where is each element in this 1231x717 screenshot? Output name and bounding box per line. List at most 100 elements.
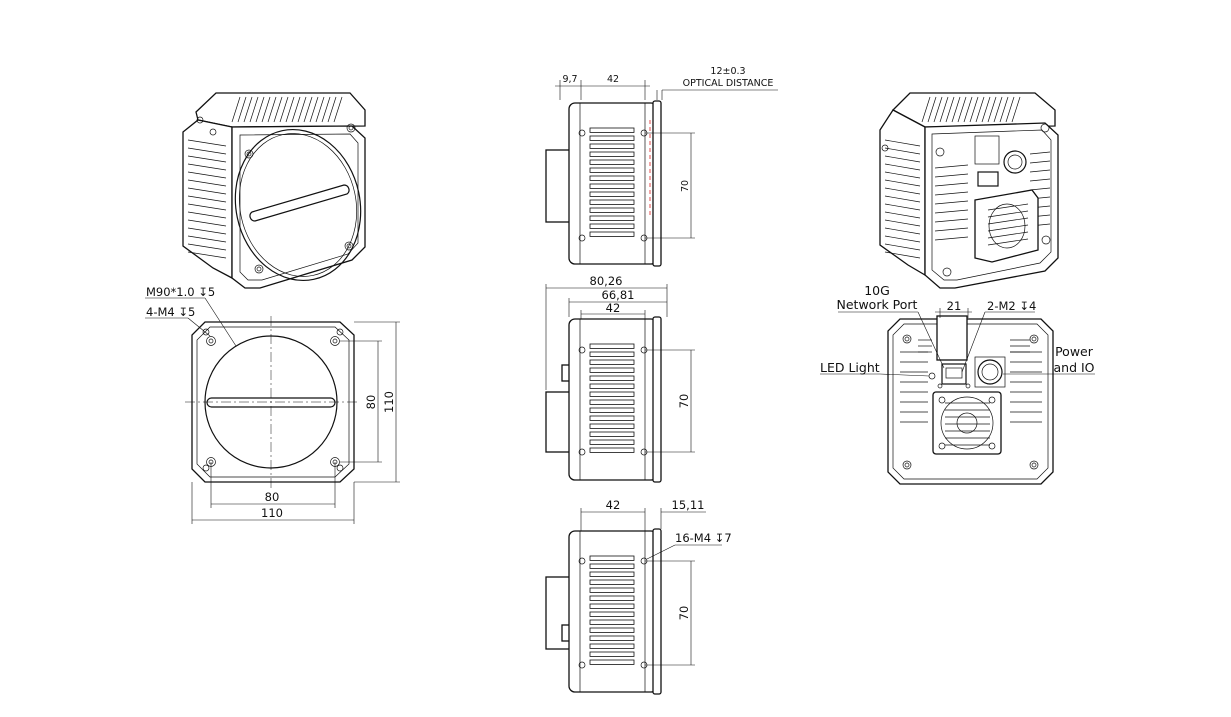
iso-rear-fin	[934, 173, 969, 178]
cooling-fin	[589, 151, 635, 157]
dim-top-body-length: 42	[607, 74, 619, 85]
cooling-fin	[589, 215, 635, 221]
dim-side-length-2: 66,81	[602, 288, 635, 302]
cooling-fin	[589, 135, 635, 141]
iso-rear-top-fin	[975, 96, 985, 123]
dim-top-hole-pitch: 70	[680, 180, 691, 192]
cooling-fin	[589, 143, 635, 149]
iso-rear-side-fin	[884, 211, 921, 219]
cooling-fin	[589, 175, 635, 181]
iso-rear-side-fin	[884, 219, 921, 227]
cooling-fin	[589, 651, 635, 657]
top-view: 9,7 42 12±0.3 OPTICAL DISTANCE 70	[545, 66, 778, 267]
iso-rear-fin	[934, 182, 969, 187]
side-view: 80,26 66,81 42 70	[545, 274, 695, 483]
iso-rear-fin	[934, 191, 969, 196]
iso-rear-fin	[934, 236, 969, 241]
iso-top-fin	[249, 96, 259, 123]
isometric-front-view	[182, 92, 366, 289]
iso-rear-top-fin	[1011, 96, 1021, 123]
cooling-fin	[589, 343, 635, 349]
cooling-fin	[589, 415, 635, 421]
label-bottom-screw-holes: 16-M4 ↧7	[675, 531, 732, 545]
iso-rear-fin	[934, 218, 969, 223]
cooling-fin	[589, 199, 635, 205]
rear-mount-hole-inner	[904, 336, 910, 342]
cooling-fin	[589, 375, 635, 381]
corner-screw	[202, 464, 210, 472]
cooling-fin	[589, 207, 635, 213]
iso-rear-side-fin	[884, 155, 921, 163]
dim-front-hole-pitch-v: 80	[364, 395, 378, 410]
rear-mount-hole	[902, 460, 912, 470]
iso-fan-line	[987, 217, 1029, 225]
iso-rear-fin	[934, 164, 969, 169]
label-front-screw-holes: 4-M4 ↧5	[146, 305, 195, 319]
iso-rear-fin	[934, 209, 969, 214]
iso-rear-fin-right	[1029, 187, 1051, 191]
iso-side-fin	[187, 227, 227, 235]
rear-mount-hole	[902, 334, 912, 344]
iso-rear-top-fin	[945, 96, 955, 123]
iso-side-fin	[187, 195, 227, 203]
cooling-fin	[589, 619, 635, 625]
cooling-fin	[589, 391, 635, 397]
iso-rear-side-fin	[884, 179, 921, 187]
cooling-fin	[589, 351, 635, 357]
corner-screw	[336, 328, 344, 336]
cooling-fin	[589, 399, 635, 405]
cooling-fin	[589, 595, 635, 601]
iso-fan-line	[987, 224, 1029, 232]
corner-screw	[336, 464, 344, 472]
mount-hole	[330, 336, 340, 346]
iso-side-fin	[187, 139, 227, 147]
iso-rear-side-fin	[884, 163, 921, 171]
iso-rear-top-fin	[1005, 96, 1015, 123]
iso-side-fin	[187, 211, 227, 219]
cooling-fin	[589, 191, 635, 197]
iso-top-fin	[327, 96, 337, 123]
dim-bottom-rear-offset: 15,11	[672, 498, 705, 512]
bottom-view: 42 15,11 16-M4 ↧7 70	[545, 498, 732, 695]
label-rear-port-screws: 2-M2 ↧4	[987, 299, 1036, 313]
iso-top-fin	[297, 96, 307, 123]
cooling-fin	[589, 643, 635, 649]
iso-fan-line	[987, 238, 1029, 246]
cooling-fin	[589, 159, 635, 165]
rear-mount-hole-inner	[904, 462, 910, 468]
iso-rear-side-fin	[884, 243, 921, 251]
cooling-fin	[589, 587, 635, 593]
iso-rear-top-fin	[981, 96, 991, 123]
front-view: 110 80 110 80 M90*1.0 ↧5 4-M4 ↧5	[145, 285, 400, 524]
cooling-fin	[589, 579, 635, 585]
iso-rear-side-fin	[884, 139, 921, 147]
dim-optical-distance-value: 12±0.3	[710, 66, 745, 77]
iso-rear-fin	[934, 200, 969, 205]
iso-top-fin	[321, 96, 331, 123]
iso-rear-top-fin	[969, 96, 979, 123]
cooling-fin	[589, 367, 635, 373]
iso-top-fin	[309, 96, 319, 123]
dim-side-body-length: 42	[606, 301, 621, 315]
dim-side-hole-pitch: 70	[677, 394, 691, 409]
iso-side-fin	[187, 243, 227, 251]
iso-rear-top-fin	[951, 96, 961, 123]
iso-side-fin	[187, 163, 227, 171]
cooling-fin	[589, 359, 635, 365]
iso-side-fin	[187, 219, 227, 227]
iso-rear-top-fin	[999, 96, 1009, 123]
iso-top-fin	[255, 96, 265, 123]
iso-top-fin	[237, 96, 247, 123]
iso-fan-line	[987, 231, 1029, 239]
iso-side-fin	[187, 171, 227, 179]
isometric-rear-view	[879, 92, 1059, 289]
iso-top-fin	[261, 96, 271, 123]
iso-top-fin	[273, 96, 283, 123]
cooling-fin	[589, 231, 635, 237]
iso-top-fin	[231, 96, 241, 123]
iso-top-fin	[279, 96, 289, 123]
rear-view: 21 2-M2 ↧4 10G Network Port LED Light Po…	[820, 283, 1095, 485]
iso-fan-line	[987, 210, 1029, 218]
dim-front-height: 110	[382, 391, 396, 413]
